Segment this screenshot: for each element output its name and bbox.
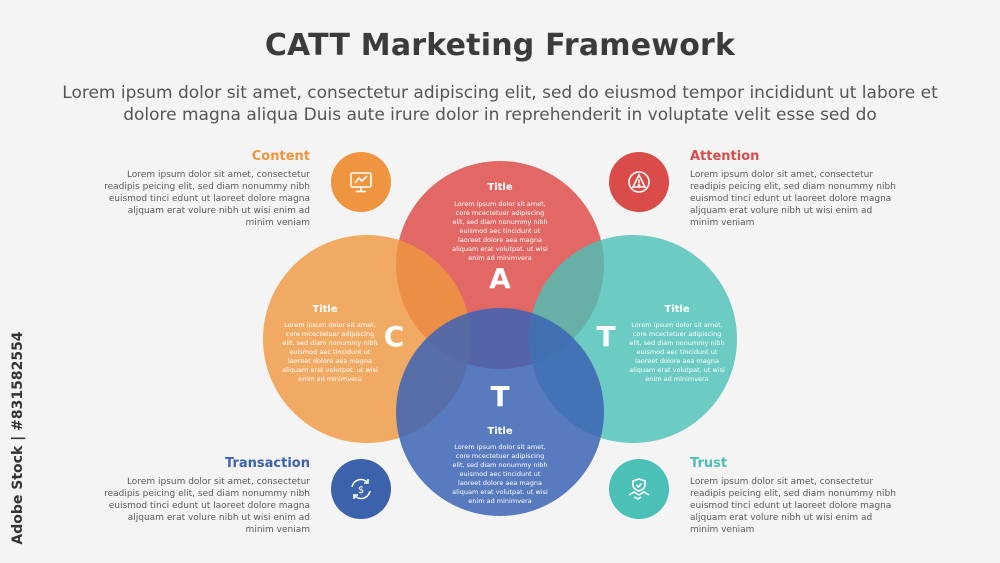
transaction-icon-circle: $ — [331, 459, 391, 519]
attention-circle-body: Lorem ipsum dolor sit amet, core mcectet… — [452, 200, 548, 262]
trust-letter: T — [596, 320, 616, 353]
attention-heading: Attention — [690, 149, 760, 164]
trust-circle-title: Title — [664, 304, 690, 315]
computer-monitor-icon — [350, 172, 372, 193]
transaction-heading: Transaction — [225, 456, 310, 471]
stock-watermark: Adobe Stock | #831582554 — [8, 330, 30, 550]
page-title: CATT Marketing Framework — [264, 28, 736, 63]
trust-heading: Trust — [690, 456, 728, 471]
content-circle-body: Lorem ipsum dolor sit amet, core mcectet… — [282, 321, 378, 383]
transaction-letter: T — [490, 380, 510, 413]
attention-circle-title: Title — [487, 182, 513, 193]
trust-description: Lorem ipsum dolor sit amet, consectetur … — [690, 477, 896, 535]
transaction-circle — [396, 308, 604, 516]
transaction-circle-title: Title — [487, 426, 513, 437]
attention-description: Lorem ipsum dolor sit amet, consectetur … — [690, 170, 896, 228]
warning-icon — [628, 171, 650, 193]
content-icon-circle — [331, 152, 391, 212]
attention-icon-circle — [609, 152, 669, 212]
trust-circle-body: Lorem ipsum dolor sit amet, core mcectet… — [629, 321, 725, 383]
transaction-circle-body: Lorem ipsum dolor sit amet, core mcectet… — [452, 443, 548, 505]
content-description: Lorem ipsum dolor sit amet, consectetur … — [104, 170, 310, 228]
watermark-text: Adobe Stock | #831582554 — [10, 331, 26, 545]
handshake-icon — [628, 478, 650, 500]
content-heading: Content — [251, 149, 310, 164]
svg-text:$: $ — [358, 485, 364, 496]
trust-icon-circle — [609, 459, 669, 519]
attention-letter: A — [489, 262, 511, 295]
page-subtitle: Lorem ipsum dolor sit amet, consectetur … — [62, 83, 938, 125]
money-cycle-icon: $ — [351, 478, 371, 500]
transaction-description: Lorem ipsum dolor sit amet, consectetur … — [104, 477, 310, 535]
content-circle-title: Title — [312, 304, 338, 315]
content-letter: C — [383, 320, 405, 353]
